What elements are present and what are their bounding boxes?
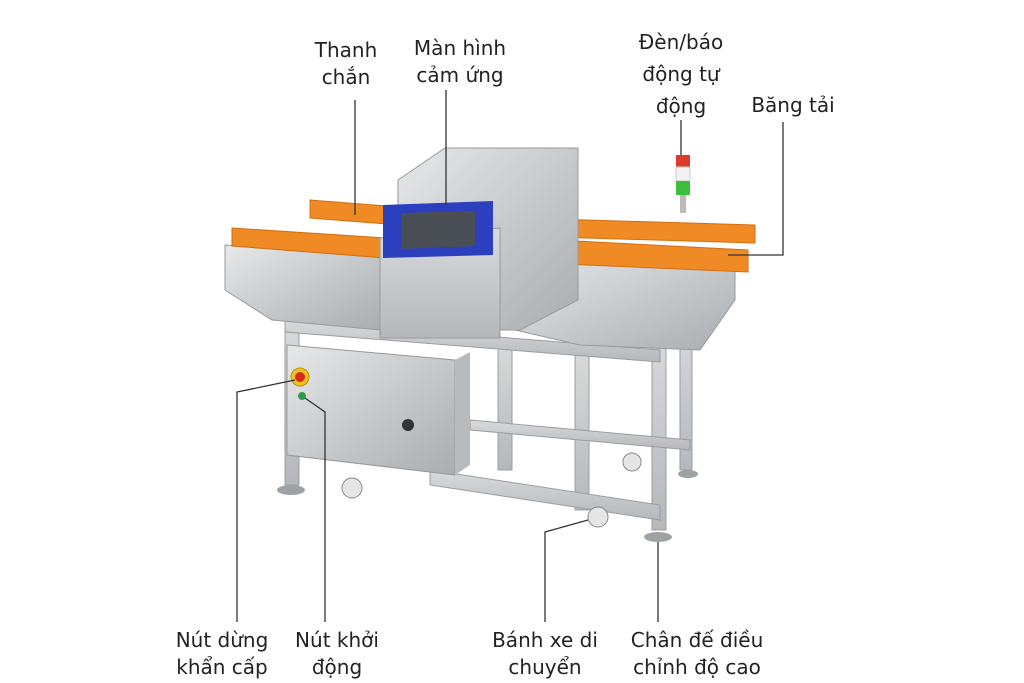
leader-start (304, 397, 326, 622)
label-touchscreen: Màn hình cảm ứng (414, 35, 506, 89)
label-line: khẩn cấp (176, 655, 268, 679)
label-line: Bánh xe di (492, 628, 598, 652)
label-line: Thanh (314, 38, 378, 62)
label-line: Đèn/báo (638, 30, 724, 54)
alarm-light (675, 155, 691, 213)
label-wheels: Bánh xe di chuyển (492, 627, 598, 681)
label-line: động (655, 94, 707, 118)
label-conveyor: Băng tải (751, 92, 834, 119)
label-barrier: Thanh chắn (315, 37, 378, 91)
frame (284, 319, 693, 531)
control-box (286, 344, 470, 476)
feet (277, 470, 698, 542)
touchscreen (383, 201, 493, 258)
label-line: chắn (321, 65, 371, 89)
label-line: động tự (642, 62, 720, 86)
label-line: chuyển (508, 655, 582, 679)
leader-conveyor (728, 122, 784, 256)
wheels (341, 452, 642, 528)
label-line: cảm ứng (416, 63, 504, 87)
label-line: động (311, 655, 363, 679)
label-line: Băng tải (751, 93, 835, 117)
label-line: chỉnh độ cao (633, 655, 761, 679)
label-emergency-stop: Nút dừng khẩn cấp (176, 627, 269, 681)
leader-emergency (236, 379, 296, 622)
label-line: Nút khởi (295, 628, 379, 652)
label-adjustable-feet: Chân đế điều chỉnh độ cao (631, 627, 764, 681)
label-alarm-light: Đèn/báo động tự động (639, 26, 723, 122)
leader-lines (236, 90, 784, 622)
label-line: Màn hình (413, 36, 507, 60)
label-line: Nút dừng (175, 628, 269, 652)
label-line: Chân đế điều (630, 628, 764, 652)
label-start-button: Nút khởi động (295, 627, 379, 681)
leader-wheels (544, 519, 589, 622)
